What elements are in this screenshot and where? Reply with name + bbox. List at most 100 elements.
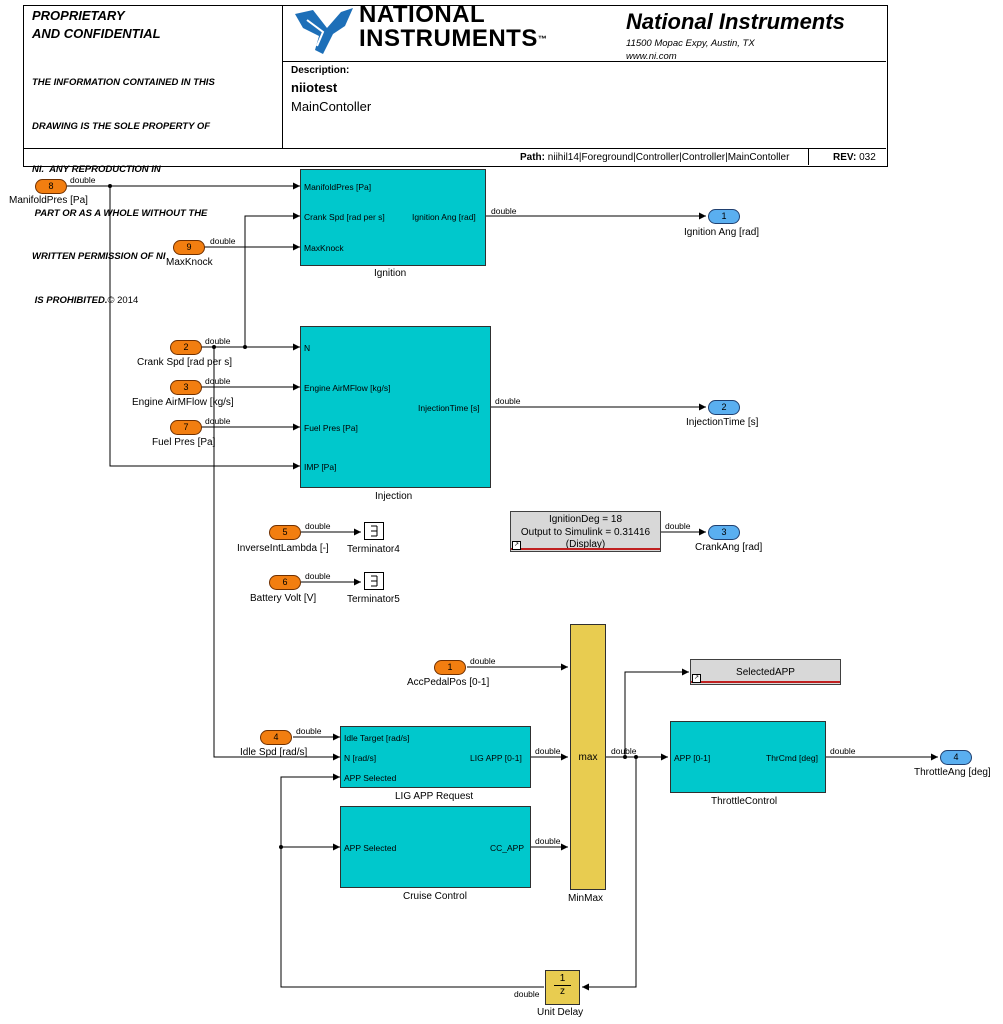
branch-dot bbox=[634, 755, 638, 759]
cruise-control-block[interactable] bbox=[340, 806, 531, 888]
wire-delay-lig bbox=[280, 773, 544, 988]
signal-type-label: double bbox=[514, 989, 540, 999]
description-title: niiotest bbox=[291, 80, 338, 95]
inport-manifoldpres[interactable]: 8 bbox=[35, 179, 67, 194]
selectedapp-label: SelectedAPP bbox=[736, 667, 795, 678]
inport-inverseintlambda[interactable]: 5 bbox=[269, 525, 301, 540]
port-label: N bbox=[304, 343, 311, 353]
branch-dot bbox=[623, 755, 627, 759]
signal-type-label: double bbox=[470, 656, 496, 666]
minmax-block[interactable]: max bbox=[570, 624, 606, 890]
unit-delay-block[interactable]: 1 z bbox=[545, 970, 580, 1005]
port-label: Crank Spd [rad per s] bbox=[304, 212, 385, 222]
signal-type-label: double bbox=[210, 236, 236, 246]
path-row: Path: niihil14|Foreground|Controller|Con… bbox=[520, 152, 789, 163]
port-label: ThrCmd [deg] bbox=[766, 753, 818, 763]
block-name: ThrottleControl bbox=[711, 796, 778, 807]
display-line: (Display) bbox=[565, 539, 606, 550]
signal-type-label: double bbox=[495, 396, 521, 406]
inport-label: Crank Spd [rad per s] bbox=[137, 357, 233, 368]
port-label: APP [0-1] bbox=[674, 753, 711, 763]
inport-label: ManifoldPres [Pa] bbox=[9, 195, 88, 206]
lig-app-request-block[interactable] bbox=[340, 726, 531, 788]
signal-type-label: double bbox=[611, 746, 637, 756]
port-label: InjectionTime [s] bbox=[418, 403, 480, 413]
block-name: Injection bbox=[375, 491, 413, 502]
wire-minmax-selected bbox=[624, 668, 689, 757]
signal-type-label: double bbox=[205, 416, 231, 426]
terminator4-block[interactable] bbox=[364, 522, 384, 540]
branch-dot bbox=[212, 345, 216, 349]
port-label: APP Selected bbox=[344, 843, 397, 853]
port-label: Ignition Ang [rad] bbox=[412, 212, 476, 222]
inport-label: Engine AirMFlow [kg/s] bbox=[132, 397, 234, 408]
link-icon: ↗ bbox=[512, 541, 521, 550]
signal-type-label: double bbox=[535, 836, 561, 846]
signal-type-label: double bbox=[296, 726, 322, 736]
port-label: MaxKnock bbox=[304, 243, 344, 253]
inport-maxknock[interactable]: 9 bbox=[173, 240, 205, 255]
outport-throttleang[interactable]: 4 bbox=[940, 750, 972, 765]
port-label: LIG APP [0-1] bbox=[470, 753, 522, 763]
proprietary-title-line-1: PROPRIETARY bbox=[32, 8, 125, 23]
terminator5-block[interactable] bbox=[364, 572, 384, 590]
inport-accpedalpos[interactable]: 1 bbox=[434, 660, 466, 675]
rev-value: 032 bbox=[859, 152, 876, 163]
outport-label: CrankAng [rad] bbox=[695, 542, 763, 553]
display-line: IgnitionDeg = 18 bbox=[548, 514, 623, 525]
outport-injectiontime[interactable]: 2 bbox=[708, 400, 740, 415]
display-block[interactable]: IgnitionDeg = 18 Output to Simulink = 0.… bbox=[510, 511, 661, 552]
terminator-icon bbox=[371, 575, 378, 587]
path-value: niihil14|Foreground|Controller|Controlle… bbox=[547, 152, 790, 163]
signal-type-label: double bbox=[491, 206, 517, 216]
outport-ignitionang[interactable]: 1 bbox=[708, 209, 740, 224]
port-label: Fuel Pres [Pa] bbox=[304, 423, 358, 433]
inport-batteryvolt[interactable]: 6 bbox=[269, 575, 301, 590]
inport-label: InverseIntLambda [-] bbox=[237, 543, 329, 554]
port-label: N [rad/s] bbox=[344, 753, 377, 763]
inport-idlespd[interactable]: 4 bbox=[260, 730, 292, 745]
title-block-divider-vertical bbox=[282, 5, 283, 148]
outport-label: Ignition Ang [rad] bbox=[684, 227, 760, 238]
company-address: 11500 Mopac Expy, Austin, TX bbox=[626, 38, 755, 49]
terminator-icon bbox=[371, 525, 378, 537]
port-label: Idle Target [rad/s] bbox=[344, 733, 410, 743]
unit-delay-numerator: 1 bbox=[559, 973, 566, 984]
notice-line: IS PROHIBITED. bbox=[32, 294, 108, 306]
display-line: Output to Simulink = 0.31416 bbox=[520, 526, 651, 538]
block-name: LIG APP Request bbox=[395, 791, 474, 802]
link-icon: ↗ bbox=[692, 674, 701, 683]
ignition-block[interactable] bbox=[300, 169, 486, 266]
logo-text-line-2: INSTRUMENTS bbox=[359, 25, 538, 52]
confidentiality-notice: THE INFORMATION CONTAINED IN THIS DRAWIN… bbox=[32, 47, 215, 323]
selectedapp-block[interactable]: SelectedAPP ↗ bbox=[690, 659, 841, 685]
inport-label: Idle Spd [rad/s] bbox=[240, 747, 308, 758]
block-name: MinMax bbox=[568, 893, 604, 904]
inport-label: MaxKnock bbox=[166, 257, 213, 268]
wire-minmax-delay bbox=[582, 757, 637, 991]
branch-dot bbox=[108, 184, 112, 188]
inport-label: AccPedalPos [0-1] bbox=[407, 677, 490, 688]
injection-block[interactable] bbox=[300, 326, 491, 488]
throttle-control-block[interactable] bbox=[670, 721, 826, 793]
inport-airmflow[interactable]: 3 bbox=[170, 380, 202, 395]
notice-line: DRAWING IS THE SOLE PROPERTY OF bbox=[32, 120, 211, 132]
signal-type-label: double bbox=[665, 521, 691, 531]
description-subtitle: MainContoller bbox=[291, 99, 372, 114]
company-name: National Instruments bbox=[626, 9, 845, 34]
unit-delay-denominator: z bbox=[560, 986, 565, 997]
block-name: Terminator4 bbox=[347, 544, 400, 555]
outport-label: InjectionTime [s] bbox=[686, 417, 759, 428]
port-label: CC_APP bbox=[490, 843, 525, 853]
description-label: Description: bbox=[291, 65, 350, 76]
inport-fuelpres[interactable]: 7 bbox=[170, 420, 202, 435]
ni-eagle-icon bbox=[295, 8, 353, 54]
selectedapp-underline bbox=[691, 681, 840, 683]
signal-type-label: double bbox=[305, 521, 331, 531]
inport-crankspd[interactable]: 2 bbox=[170, 340, 202, 355]
display-underline bbox=[511, 548, 660, 550]
signal-type-label: double bbox=[205, 376, 231, 386]
outport-crankang[interactable]: 3 bbox=[708, 525, 740, 540]
block-name: Ignition bbox=[374, 268, 407, 279]
block-name: Terminator5 bbox=[347, 594, 400, 605]
